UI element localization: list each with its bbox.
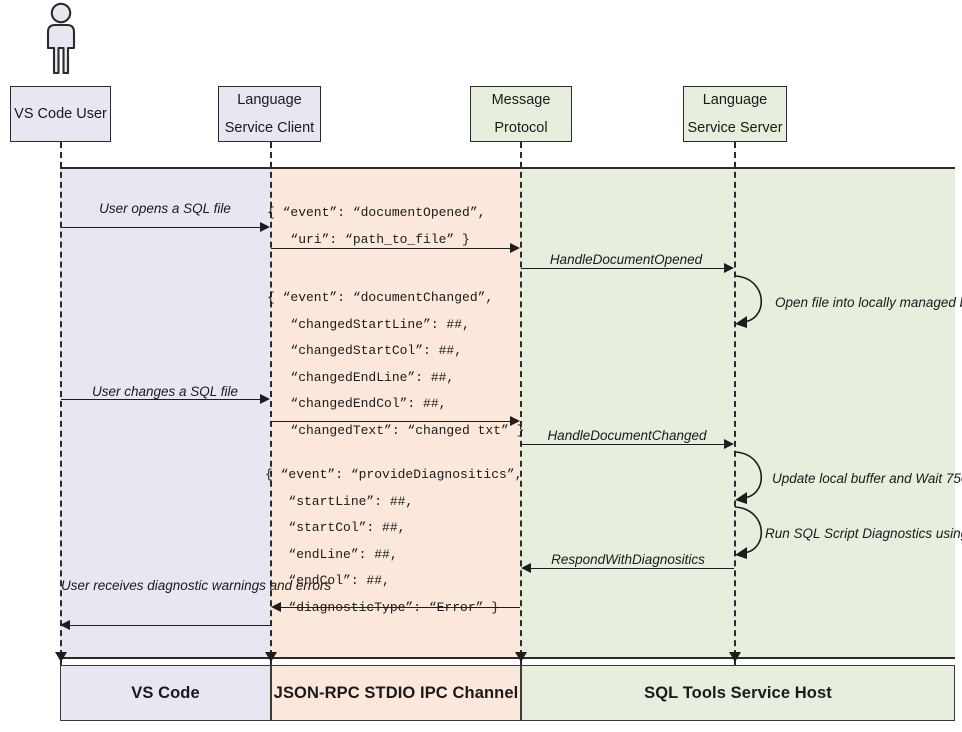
band-bottom-divider xyxy=(60,657,955,659)
self-loop-run-diagnostics xyxy=(733,503,779,566)
arrow-diagnostics-to-client xyxy=(281,607,520,608)
lifeline-end-arrow-vscode-user xyxy=(55,652,67,662)
arrow-head-user-changes xyxy=(260,394,270,404)
swimlane-band-vscode xyxy=(60,169,271,658)
participant-vscode-user[interactable]: VS Code User xyxy=(10,86,111,142)
lifeline-end-arrow-message-protocol xyxy=(515,652,527,662)
participant-label-line1: Message xyxy=(491,91,551,108)
message-label-handle-document-changed: HandleDocumentChanged xyxy=(547,428,707,443)
swimlane-band-host xyxy=(521,169,955,658)
json-line: “changedText”: “changed txt” } xyxy=(267,422,525,438)
json-line: { “event”: “provideDiagnositics”, xyxy=(265,467,523,482)
participant-label-line1: Language xyxy=(702,91,768,108)
message-label-respond-with-diagnostics: RespondWithDiagnositics xyxy=(551,552,705,567)
self-loop-open-file xyxy=(733,272,779,335)
participant-label-line2: Protocol xyxy=(494,120,548,136)
lifeline-end-arrow-language-client xyxy=(265,652,277,662)
arrow-head-user-receives xyxy=(60,620,70,630)
json-line: “uri”: “path_to_file” } xyxy=(267,231,470,247)
arrow-document-changed-to-protocol xyxy=(271,421,511,422)
participant-label-line2: Service Server xyxy=(687,120,783,136)
json-line: “startLine”: ##, xyxy=(265,493,414,509)
message-label-user-changes: User changes a SQL file xyxy=(91,384,239,399)
lane-footer-label: SQL Tools Service Host xyxy=(644,683,832,702)
note-line2: using SQL Parser and SMO xyxy=(935,526,962,541)
json-payload-document-opened: { “event”: “documentOpened”, “uri”: “pat… xyxy=(267,200,485,253)
person-actor-icon xyxy=(38,2,84,75)
participant-label-line1: VS Code User xyxy=(14,105,107,122)
arrow-head-handle-document-changed xyxy=(724,439,734,449)
participant-language-server[interactable]: Language Service Server xyxy=(683,86,787,142)
participant-label-line1: Language xyxy=(237,91,302,108)
note-line1: User receives diagnostic xyxy=(61,578,209,593)
note-line1: Run SQL Script Diagnostics xyxy=(765,526,933,541)
message-label-user-opens: User opens a SQL file xyxy=(99,201,231,216)
arrow-respond-with-diagnostics xyxy=(531,568,734,569)
json-payload-provide-diagnostics: { “event”: “provideDiagnositics”, “start… xyxy=(265,462,522,621)
band-top-divider xyxy=(60,167,955,169)
json-line: “changedEndLine”: ##, xyxy=(267,369,455,385)
json-line: { “event”: “documentOpened”, xyxy=(267,205,486,220)
note-line2: warnings and errors xyxy=(211,578,332,593)
arrow-document-opened-to-protocol xyxy=(271,248,511,249)
json-line: { “event”: “documentChanged”, xyxy=(267,290,494,305)
arrow-head-document-changed-to-protocol xyxy=(510,416,520,426)
json-line: “endLine”: ##, xyxy=(265,546,398,562)
json-line: “changedStartLine”: ##, xyxy=(267,316,470,332)
arrow-head-document-opened-to-protocol xyxy=(510,243,520,253)
lifeline-end-arrow-language-server xyxy=(729,652,741,662)
self-note-update-buffer: Update local buffer and Wait 750ms xyxy=(772,464,962,494)
lifeline-language-client xyxy=(270,142,272,666)
arrow-user-opens xyxy=(61,227,261,228)
arrow-user-receives xyxy=(70,625,270,626)
json-line: “changedEndCol”: ##, xyxy=(267,396,447,411)
self-loop-update-buffer xyxy=(733,448,779,511)
arrow-head-user-opens xyxy=(260,222,270,232)
lane-footer-label: VS Code xyxy=(131,683,200,702)
arrow-head-respond-with-diagnostics xyxy=(521,563,531,573)
lifeline-vscode-user xyxy=(60,142,62,666)
json-payload-document-changed: { “event”: “documentChanged”, “changedSt… xyxy=(267,285,524,444)
arrow-handle-document-opened xyxy=(521,268,725,269)
note-line2: managed buffer xyxy=(899,295,962,310)
participant-language-client[interactable]: Language Service Client xyxy=(218,86,321,142)
self-note-open-file: Open file into locally managed buffer xyxy=(775,288,962,318)
message-label-handle-document-opened: HandleDocumentOpened xyxy=(549,252,703,267)
lane-footer-vs-code[interactable]: VS Code xyxy=(60,665,271,721)
note-line1: Open file into locally xyxy=(775,295,896,310)
json-line: “startCol”: ##, xyxy=(265,520,406,535)
self-note-run-diagnostics: Run SQL Script Diagnostics using SQL Par… xyxy=(765,519,962,549)
note-line1: Update local buffer and xyxy=(772,471,912,486)
participant-label-line2: Service Client xyxy=(224,120,315,136)
participant-message-protocol[interactable]: Message Protocol xyxy=(470,86,572,142)
swimlane-band-ipc xyxy=(271,169,521,658)
lifeline-language-server xyxy=(734,142,736,666)
json-line: “changedStartCol”: ##, xyxy=(267,343,463,358)
arrow-handle-document-changed xyxy=(521,444,725,445)
arrow-head-diagnostics-to-client xyxy=(271,602,281,612)
message-label-user-receives: User receives diagnostic warnings and er… xyxy=(61,571,331,601)
lane-footer-ipc[interactable]: JSON-RPC STDIO IPC Channel xyxy=(271,665,521,721)
note-line2: Wait 750ms xyxy=(915,471,962,486)
arrow-user-changes xyxy=(61,399,261,400)
lane-footer-host[interactable]: SQL Tools Service Host xyxy=(521,665,955,721)
json-line: “endCol”: ##, xyxy=(265,573,390,588)
lane-footer-label: JSON-RPC STDIO IPC Channel xyxy=(273,683,519,702)
lifeline-message-protocol xyxy=(520,142,522,666)
arrow-head-handle-document-opened xyxy=(724,263,734,273)
